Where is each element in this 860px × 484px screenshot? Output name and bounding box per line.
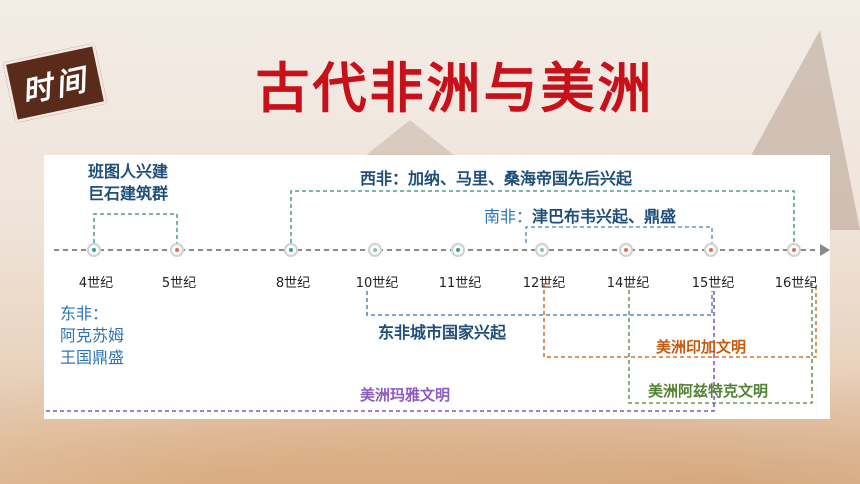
bantu-label-line1: 班图人兴建 bbox=[88, 162, 169, 181]
west-africa-bracket bbox=[290, 190, 795, 243]
east-africa-line3: 王国鼎盛 bbox=[60, 348, 125, 367]
slide-title: 古代非洲与美洲 bbox=[255, 57, 655, 120]
timeline-dot bbox=[368, 243, 382, 257]
tick-label: 16世纪 bbox=[774, 276, 818, 291]
maya-label: 美洲玛雅文明 bbox=[360, 386, 451, 404]
east-africa-label: 东非： 阿克苏姆 王国鼎盛 bbox=[60, 303, 124, 369]
timeline-dot bbox=[787, 243, 801, 257]
timeline-dot bbox=[704, 243, 718, 257]
pyramid-image-small bbox=[360, 120, 460, 160]
tick-label: 15世纪 bbox=[691, 276, 735, 291]
bantu-label-line2: 巨石建筑群 bbox=[88, 184, 169, 203]
inca-bracket bbox=[543, 283, 817, 358]
tick-label: 14世纪 bbox=[606, 276, 650, 291]
tick-label: 8世纪 bbox=[275, 276, 311, 291]
tick-label: 4世纪 bbox=[78, 276, 114, 291]
east-africa-line2: 阿克苏姆 bbox=[60, 326, 125, 345]
south-africa-label: 南非：津巴布韦兴起、鼎盛 bbox=[484, 203, 676, 227]
maya-bracket bbox=[46, 289, 715, 412]
tick-label: 11世纪 bbox=[438, 276, 482, 291]
south-africa-text: 津巴布韦兴起、鼎盛 bbox=[532, 207, 677, 226]
timeline-panel: 4世纪 5世纪 8世纪 10世纪 11世纪 12世纪 14世纪 15世纪 16世… bbox=[44, 155, 830, 419]
timeline-dot bbox=[619, 243, 633, 257]
aztec-label: 美洲阿兹特克文明 bbox=[648, 382, 769, 400]
timeline-dot bbox=[535, 243, 549, 257]
east-cities-bracket bbox=[366, 291, 713, 316]
timeline-dot bbox=[451, 243, 465, 257]
east-africa-line1: 东非： bbox=[60, 304, 109, 323]
tick-label: 5世纪 bbox=[161, 276, 197, 291]
tick-label: 10世纪 bbox=[355, 276, 399, 291]
south-africa-bracket bbox=[525, 226, 713, 243]
axis-arrow-icon bbox=[820, 244, 830, 256]
timeline-dot bbox=[284, 243, 298, 257]
east-cities-label: 东非城市国家兴起 bbox=[378, 323, 507, 342]
aztec-bracket bbox=[628, 283, 813, 404]
timeline-dot bbox=[170, 243, 184, 257]
tick-label: 12世纪 bbox=[522, 276, 566, 291]
bantu-bracket bbox=[93, 213, 178, 243]
inca-label: 美洲印加文明 bbox=[656, 338, 747, 356]
west-africa-label: 西非：加纳、马里、桑海帝国先后兴起 bbox=[360, 169, 633, 188]
timeline-dot bbox=[87, 243, 101, 257]
south-africa-prefix: 南非： bbox=[484, 207, 533, 226]
bantu-label: 班图人兴建 巨石建筑群 bbox=[88, 161, 168, 205]
